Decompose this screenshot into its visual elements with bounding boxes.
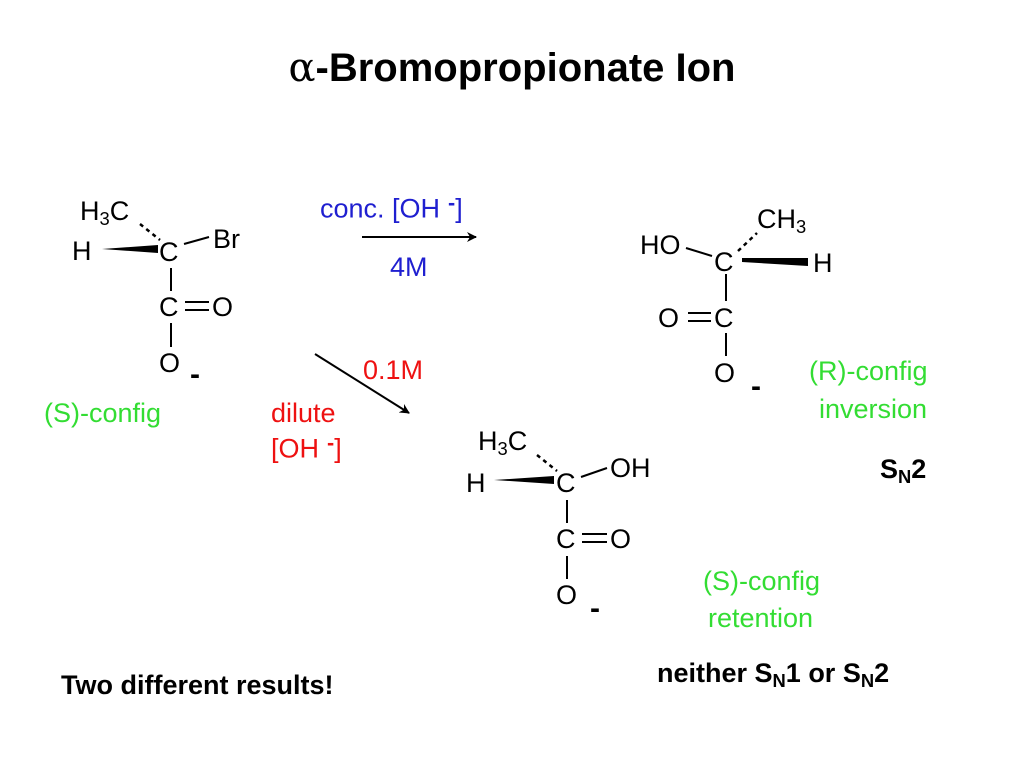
- atom-c-carboxyl-start: C: [159, 292, 179, 322]
- negative-charge-start: -: [190, 358, 200, 391]
- conc-reagent-label: conc. [OH-]: [320, 190, 463, 224]
- atom-c-carboxyl-ret: C: [556, 524, 576, 554]
- s-config-label: (S)-config: [703, 566, 821, 596]
- atom-h-ret: H: [466, 468, 486, 498]
- atom-ch3-inv: CH3: [757, 204, 807, 238]
- inversion-label: inversion: [819, 394, 928, 424]
- dilute-molarity: 0.1M: [363, 355, 424, 385]
- bond-c-br: [183, 236, 210, 245]
- atom-o-double-start: O: [212, 292, 234, 322]
- conc-molarity: 4M: [390, 252, 428, 282]
- neither-sn1-sn2-label: neither SN1 or SN2: [657, 658, 890, 692]
- wedge-bond-h-ret: [494, 476, 554, 484]
- atom-c-alpha-start: C: [159, 237, 179, 267]
- negative-charge-inv: -: [751, 370, 761, 403]
- atom-h3c-start: H3C: [80, 196, 130, 230]
- two-results-label: Two different results!: [61, 670, 334, 700]
- atom-o-single-ret: O: [556, 580, 578, 610]
- atom-oh-ret: OH: [610, 453, 651, 483]
- atom-c-alpha-inv: C: [714, 247, 734, 277]
- atom-o-double-inv: O: [658, 303, 680, 333]
- atom-h-start: H: [72, 236, 92, 266]
- alpha-symbol: α: [288, 45, 316, 91]
- atom-br: Br: [213, 224, 240, 254]
- wedge-bond-h-start: [102, 245, 158, 253]
- atom-o-single-inv: O: [714, 358, 736, 388]
- atom-c-alpha-ret: C: [556, 468, 576, 498]
- dilute-reaction-arrow: [314, 353, 410, 414]
- slide-title: α-Bromopropionate Ion: [0, 48, 1024, 88]
- dilute-label: dilute: [271, 398, 336, 428]
- start-config-label: (S)-config: [44, 398, 162, 428]
- bond-c-oh: [580, 467, 608, 478]
- wedge-bond-h-inv: [742, 258, 808, 266]
- retention-label: retention: [708, 603, 814, 633]
- atom-o-single-start: O: [159, 348, 181, 378]
- dashed-bond-ch3-start: [139, 223, 161, 241]
- atom-c-carboxyl-inv: C: [714, 303, 734, 333]
- bond-ho-c: [685, 247, 713, 257]
- atom-h-inv: H: [813, 248, 833, 278]
- sn2-label: SN2: [880, 454, 927, 488]
- r-config-label: (R)-config: [809, 356, 928, 386]
- atom-h3c-ret: H3C: [478, 426, 528, 460]
- title-text: -Bromopropionate Ion: [315, 46, 736, 90]
- negative-charge-ret: -: [590, 592, 600, 625]
- dashed-bond-ch3-ret: [536, 454, 558, 472]
- dilute-oh-label: [OH-]: [271, 430, 342, 464]
- atom-ho-inv: HO: [640, 230, 681, 260]
- atom-o-double-ret: O: [610, 524, 632, 554]
- dashed-bond-ch3-inv: [737, 232, 758, 252]
